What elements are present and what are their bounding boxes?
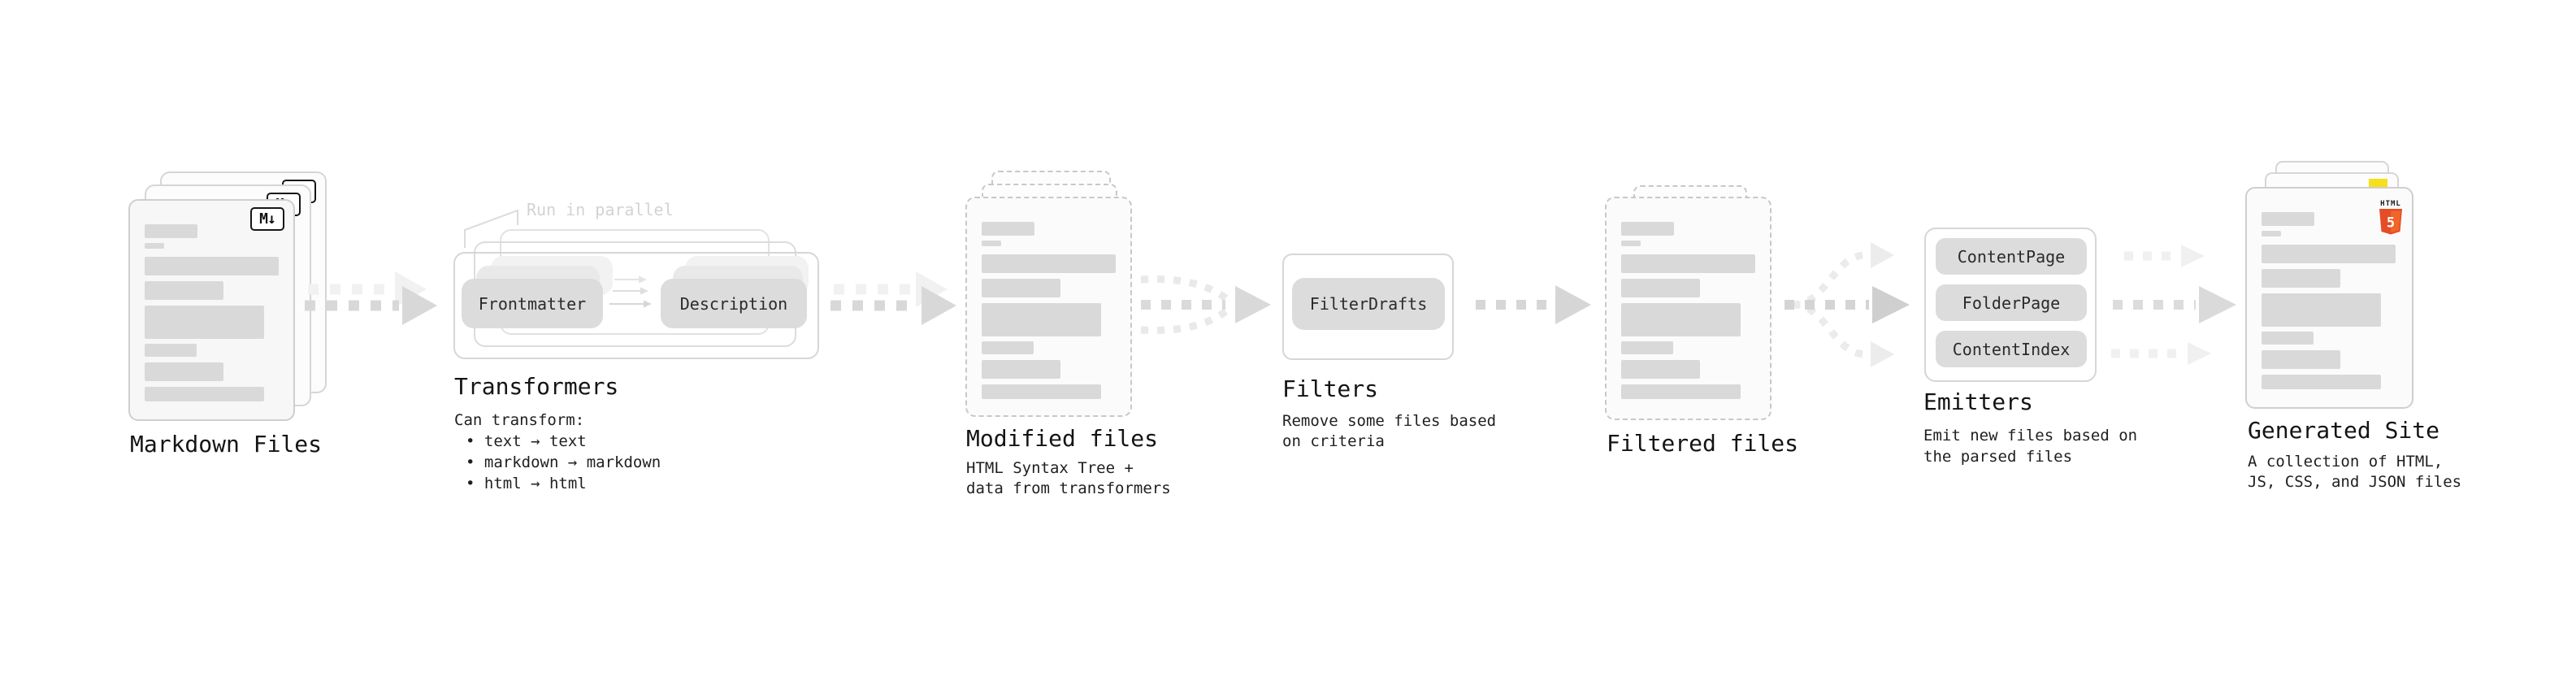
- stage-label-transformers: Transformers: [454, 373, 619, 400]
- description-line: on criteria: [1282, 432, 1385, 450]
- placeholder-line: [982, 222, 1034, 236]
- generated-file-card-html: HTML 5: [2245, 187, 2413, 409]
- generated-site-description: A collection of HTML, JS, CSS, and JSON …: [2248, 452, 2461, 492]
- placeholder-line: [2262, 245, 2396, 263]
- description-line: Can transform:: [454, 411, 585, 429]
- filtered-file-card: [1605, 197, 1772, 420]
- parallel-mini-arrows: [609, 275, 652, 308]
- stage-label-emitters: Emitters: [1923, 388, 2033, 415]
- emitters-description: Emit new files based on the parsed files: [1923, 425, 2137, 467]
- placeholder-line: [145, 344, 197, 357]
- placeholder-line: [982, 254, 1116, 273]
- placeholder-line: [982, 241, 1001, 246]
- description-line: Remove some files based: [1282, 412, 1497, 430]
- emitter-node-folderpage: FolderPage: [1936, 284, 2087, 321]
- placeholder-line: [1621, 303, 1741, 336]
- flow-arrow-transformers-to-modified: [830, 271, 956, 325]
- modified-file-card: [965, 197, 1132, 417]
- placeholder-line: [2262, 375, 2381, 389]
- placeholder-line: [2262, 269, 2340, 288]
- description-line: • markdown → markdown: [466, 453, 661, 471]
- svg-text:5: 5: [2387, 215, 2395, 232]
- flow-arrow-filters-to-filtered: [1476, 285, 1591, 324]
- stage-label-markdown-files: Markdown Files: [130, 431, 323, 458]
- html5-icon: HTML 5: [2378, 193, 2404, 240]
- transformer-node-frontmatter: Frontmatter: [462, 279, 603, 328]
- description-line: JS, CSS, and JSON files: [2248, 473, 2462, 491]
- stage-label-generated-site: Generated Site: [2248, 417, 2440, 444]
- description-line: • html → html: [466, 475, 587, 492]
- placeholder-line: [145, 224, 197, 238]
- description-line: the parsed files: [1923, 448, 2073, 466]
- flow-arrow-markdown-to-transformers: [305, 271, 437, 325]
- transformers-layer-front: [453, 252, 819, 359]
- modified-files-description: HTML Syntax Tree + data from transformer…: [966, 458, 1171, 499]
- markdown-icon: M↓: [250, 207, 284, 231]
- description-line: A collection of HTML,: [2248, 453, 2444, 471]
- placeholder-line: [2262, 231, 2281, 236]
- filter-node-filterdrafts: FilterDrafts: [1292, 278, 1445, 330]
- transformers-description: Can transform: • text → text • markdown …: [454, 410, 661, 494]
- placeholder-line: [2262, 350, 2340, 369]
- placeholder-line: [1621, 279, 1700, 297]
- stage-label-modified-files: Modified files: [966, 425, 1159, 452]
- placeholder-line: [145, 257, 279, 275]
- placeholder-line: [145, 281, 223, 300]
- markdown-file-card: M↓: [128, 199, 295, 421]
- js-file-icon: [2369, 179, 2387, 189]
- stage-label-filtered-files: Filtered files: [1607, 430, 1799, 457]
- placeholder-line: [145, 306, 264, 339]
- placeholder-line: [1621, 241, 1641, 246]
- placeholder-line: [1621, 222, 1674, 236]
- placeholder-line: [982, 360, 1060, 379]
- description-line: • text → text: [466, 432, 587, 450]
- placeholder-line: [1621, 384, 1741, 399]
- flow-arrow-modified-to-filters: [1140, 275, 1271, 334]
- placeholder-line: [145, 362, 223, 381]
- placeholder-line: [1621, 341, 1673, 354]
- placeholder-line: [982, 341, 1034, 354]
- placeholder-line: [982, 384, 1101, 399]
- filters-description: Remove some files based on criteria: [1282, 411, 1496, 452]
- run-in-parallel-note: Run in parallel: [527, 200, 674, 219]
- description-line: HTML Syntax Tree +: [966, 459, 1134, 477]
- description-line: data from transformers: [966, 479, 1171, 497]
- placeholder-line: [145, 387, 264, 401]
- flow-arrow-emitters-to-generated: [2111, 245, 2236, 365]
- placeholder-line: [2262, 293, 2381, 327]
- emitter-node-contentindex: ContentIndex: [1936, 331, 2087, 367]
- placeholder-line: [2262, 212, 2314, 226]
- annotation-callout-line: [464, 209, 518, 248]
- stage-label-filters: Filters: [1282, 375, 1379, 402]
- transformer-node-description: Description: [661, 279, 807, 328]
- placeholder-line: [2262, 332, 2314, 345]
- placeholder-line: [145, 243, 164, 249]
- description-line: Emit new files based on: [1923, 427, 2138, 445]
- emitter-node-contentpage: ContentPage: [1936, 238, 2087, 275]
- placeholder-line: [982, 303, 1101, 336]
- placeholder-line: [1621, 254, 1755, 273]
- flow-arrow-filtered-to-emitters: [1785, 242, 1910, 367]
- placeholder-line: [982, 279, 1060, 297]
- placeholder-line: [1621, 360, 1700, 379]
